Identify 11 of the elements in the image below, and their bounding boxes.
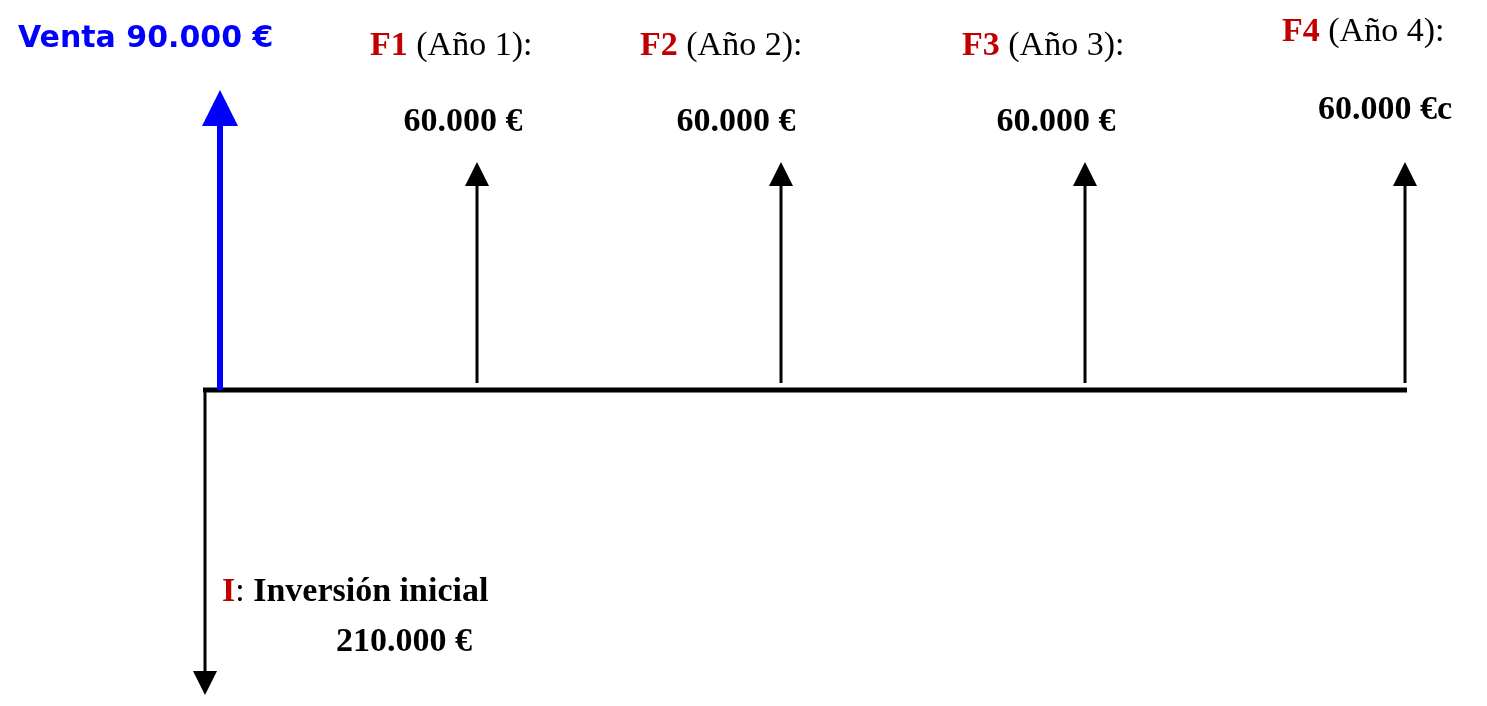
- cash-flow-year-label: F1 (Año 1):: [370, 24, 533, 64]
- amount-label: 60.000 €: [403, 100, 523, 140]
- cash-flow-year-label: F3 (Año 3):: [962, 24, 1125, 64]
- sale-amount-label: Venta 90.000 €: [18, 20, 274, 55]
- investment-label: I: Inversión inicial: [222, 570, 489, 610]
- amount-label: 60.000 €: [996, 100, 1116, 140]
- amount-label: 210.000 €: [336, 620, 472, 660]
- cash-flow-year-label: F2 (Año 2):: [640, 24, 803, 64]
- cash-flow-year-label: F4 (Año 4):: [1282, 10, 1445, 50]
- amount-label: 60.000 €c: [1318, 88, 1453, 128]
- amount-label: 60.000 €: [676, 100, 796, 140]
